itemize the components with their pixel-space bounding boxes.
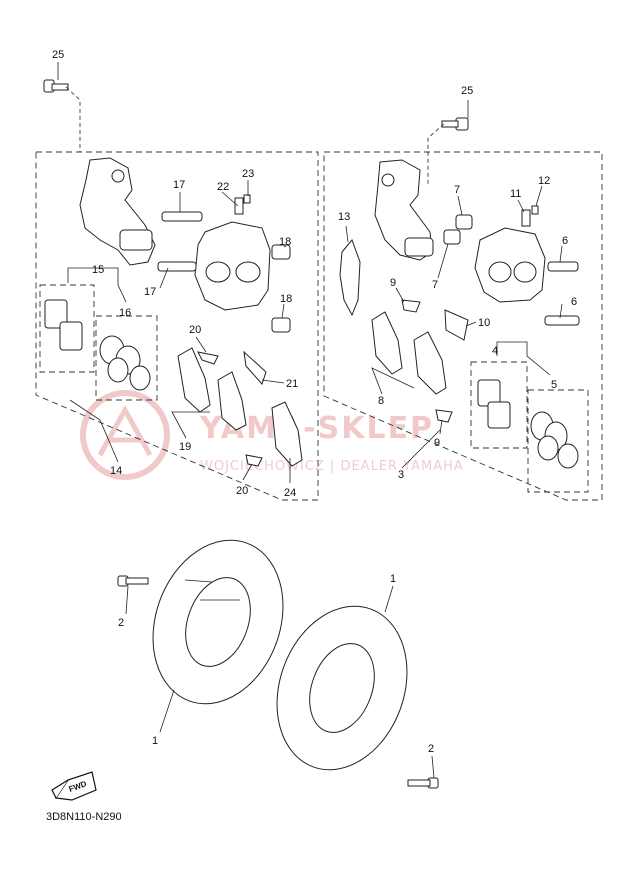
- right-caliper-body: [474, 227, 546, 303]
- right-seals: [530, 411, 579, 469]
- right-pin-6-bottom: [544, 315, 580, 326]
- right-brake-pads: [371, 311, 447, 395]
- left-caliper-body: [194, 221, 271, 311]
- callout-18-bottom: 18: [280, 293, 292, 305]
- left-bleed-screw: [234, 194, 251, 215]
- callout-7-top: 7: [454, 184, 460, 196]
- right-piston-box: [470, 361, 528, 449]
- callout-25-left: 25: [52, 49, 64, 61]
- callout-11: 11: [510, 188, 521, 200]
- right-disc-bolt: [407, 777, 439, 789]
- callout-3: 3: [398, 469, 404, 481]
- callout-5: 5: [551, 379, 557, 391]
- callout-9-bottom: 9: [434, 437, 440, 449]
- left-bolt-25: [43, 79, 81, 152]
- watermark-logo-ring: [80, 390, 170, 480]
- right-caliper-boundary: [323, 151, 603, 501]
- left-bush-18-top: [271, 244, 291, 260]
- right-bleed-screw: [521, 205, 539, 227]
- callout-13: 13: [338, 211, 350, 223]
- right-pad-clips: [401, 299, 469, 423]
- callouts: 25 17 22 23 18 15 17 18 16 20 21 19 14 2…: [52, 49, 577, 755]
- callout-8: 8: [378, 395, 384, 407]
- callout-17-bottom: 17: [144, 286, 156, 298]
- right-bush-7-top: [455, 214, 473, 230]
- callout-6-top: 6: [562, 235, 568, 247]
- left-seal-box: [95, 315, 158, 401]
- callout-2-left: 2: [118, 617, 124, 629]
- diagram-code: 3D8N110-N290: [46, 811, 122, 823]
- callout-4: 4: [492, 345, 498, 357]
- callout-16: 16: [119, 307, 131, 319]
- callout-1-right: 1: [390, 573, 396, 585]
- callout-20-bottom: 20: [236, 485, 248, 497]
- left-pad-springs: [197, 350, 267, 467]
- right-caliper-bracket: [374, 159, 434, 261]
- right-bush-7-bottom: [443, 229, 461, 245]
- callout-20-top: 20: [189, 324, 201, 336]
- left-brake-disc: [152, 539, 284, 705]
- callout-15: 15: [92, 264, 104, 276]
- callout-1-left: 1: [152, 735, 158, 747]
- right-brake-disc: [276, 605, 408, 771]
- callout-14: 14: [110, 465, 122, 477]
- right-pistons: [477, 379, 511, 429]
- right-bolt-25: [427, 117, 469, 185]
- watermark-logo-mark: [97, 404, 153, 457]
- callout-24: 24: [284, 487, 296, 499]
- right-pin-6-top: [547, 261, 579, 272]
- callout-19: 19: [179, 441, 191, 453]
- callout-23: 23: [242, 168, 254, 180]
- callout-10: 10: [478, 317, 490, 329]
- callout-17-top: 17: [173, 179, 185, 191]
- callout-7-bottom: 7: [432, 279, 438, 291]
- fwd-arrow-icon: FWD: [51, 771, 97, 801]
- callout-25-right: 25: [461, 85, 473, 97]
- left-brake-pads: [177, 347, 303, 467]
- callout-6-bottom: 6: [571, 296, 577, 308]
- left-pin-17-top: [161, 211, 203, 222]
- callout-2-right: 2: [428, 743, 434, 755]
- left-caliper-bracket: [79, 157, 156, 266]
- left-seals: [99, 335, 151, 391]
- leader-lines: [57, 62, 563, 779]
- watermark: YAMA-SKLEP WOJCIECHOWICZ | DEALER YAMAHA: [80, 390, 464, 480]
- callout-22: 22: [217, 181, 229, 193]
- left-pistons: [44, 299, 83, 351]
- callout-9-top: 9: [390, 277, 396, 289]
- watermark-subtitle: WOJCIECHOWICZ | DEALER YAMAHA: [200, 459, 464, 474]
- left-piston-box: [39, 284, 95, 373]
- right-seal-box: [527, 389, 589, 493]
- left-caliper-boundary: [35, 151, 319, 501]
- callout-18-top: 18: [279, 236, 291, 248]
- left-disc-bolt: [117, 575, 149, 587]
- left-bush-18-bottom: [271, 317, 291, 333]
- left-pin-17-bottom: [157, 261, 197, 272]
- callout-12: 12: [538, 175, 550, 187]
- callout-21: 21: [286, 378, 298, 390]
- right-pad-spring-13: [339, 239, 361, 317]
